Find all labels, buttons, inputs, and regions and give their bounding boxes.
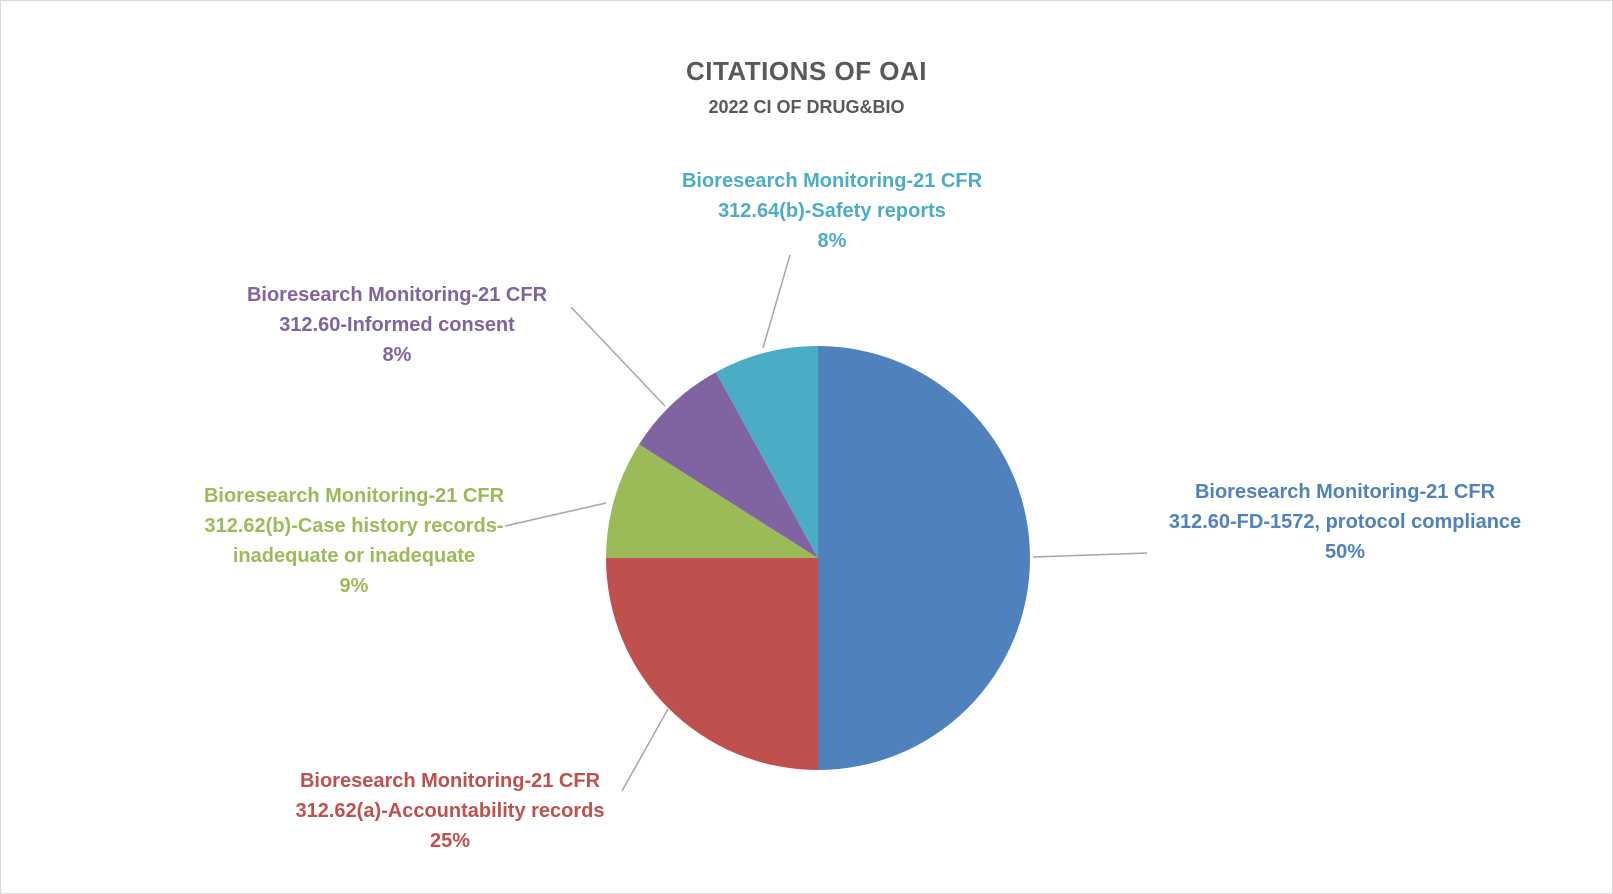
data-label-line: Bioresearch Monitoring-21 CFR: [247, 284, 548, 306]
chart-title: CITATIONS OF OAI: [685, 56, 928, 86]
pie-slice-1: [818, 346, 1030, 770]
data-label-percent: 8%: [818, 230, 847, 252]
data-label-line: Bioresearch Monitoring-21 CFR: [1195, 481, 1496, 503]
pie-slice-5: [715, 346, 818, 558]
data-label-line: 312.60-FD-1572, protocol compliance: [1169, 511, 1521, 533]
data-label-5: Bioresearch Monitoring-21 CFR 312.64(b)-S…: [682, 170, 983, 252]
data-label-line: 312.62(a)-Accountability records: [296, 800, 605, 822]
leader-line-3: [504, 502, 607, 527]
data-label-line: 312.64(b)-Safety reports: [718, 200, 946, 222]
data-label-line: Bioresearch Monitoring-21 CFR: [204, 485, 505, 507]
data-label-percent: 9%: [340, 575, 369, 597]
data-label-line: 312.62(b)-Case history records-: [204, 515, 503, 537]
leader-line-2: [621, 708, 669, 792]
data-label-3: Bioresearch Monitoring-21 CFR 312.62(b)-C…: [204, 485, 505, 597]
leader-line-4: [570, 306, 666, 407]
data-label-percent: 25%: [430, 830, 470, 852]
leader-line-1: [1032, 552, 1148, 558]
data-label-1: Bioresearch Monitoring-21 CFR 312.60-FD-1…: [1169, 481, 1521, 563]
leader-line-5: [762, 254, 791, 349]
data-label-line: 312.60-Informed consent: [279, 314, 515, 336]
pie-slice-2: [606, 558, 818, 770]
data-label-percent: 50%: [1325, 541, 1365, 563]
data-labels: Bioresearch Monitoring-21 CFR 312.60-FD-1…: [204, 170, 1521, 852]
pie-slice-4: [639, 372, 818, 558]
data-label-percent: 8%: [383, 344, 412, 366]
pie-slice-3: [606, 444, 818, 558]
data-label-2: Bioresearch Monitoring-21 CFR 312.62(a)-A…: [296, 770, 605, 852]
data-label-line: Bioresearch Monitoring-21 CFR: [300, 770, 601, 792]
data-label-line: Bioresearch Monitoring-21 CFR: [682, 170, 983, 192]
leader-lines: [504, 254, 1148, 792]
data-label-4: Bioresearch Monitoring-21 CFR 312.60-Info…: [247, 284, 548, 366]
data-label-line: inadequate or inadequate: [233, 545, 475, 567]
pie-slices: [606, 346, 1030, 770]
chart-subtitle: 2022 CI OF DRUG&BIO: [708, 97, 905, 117]
